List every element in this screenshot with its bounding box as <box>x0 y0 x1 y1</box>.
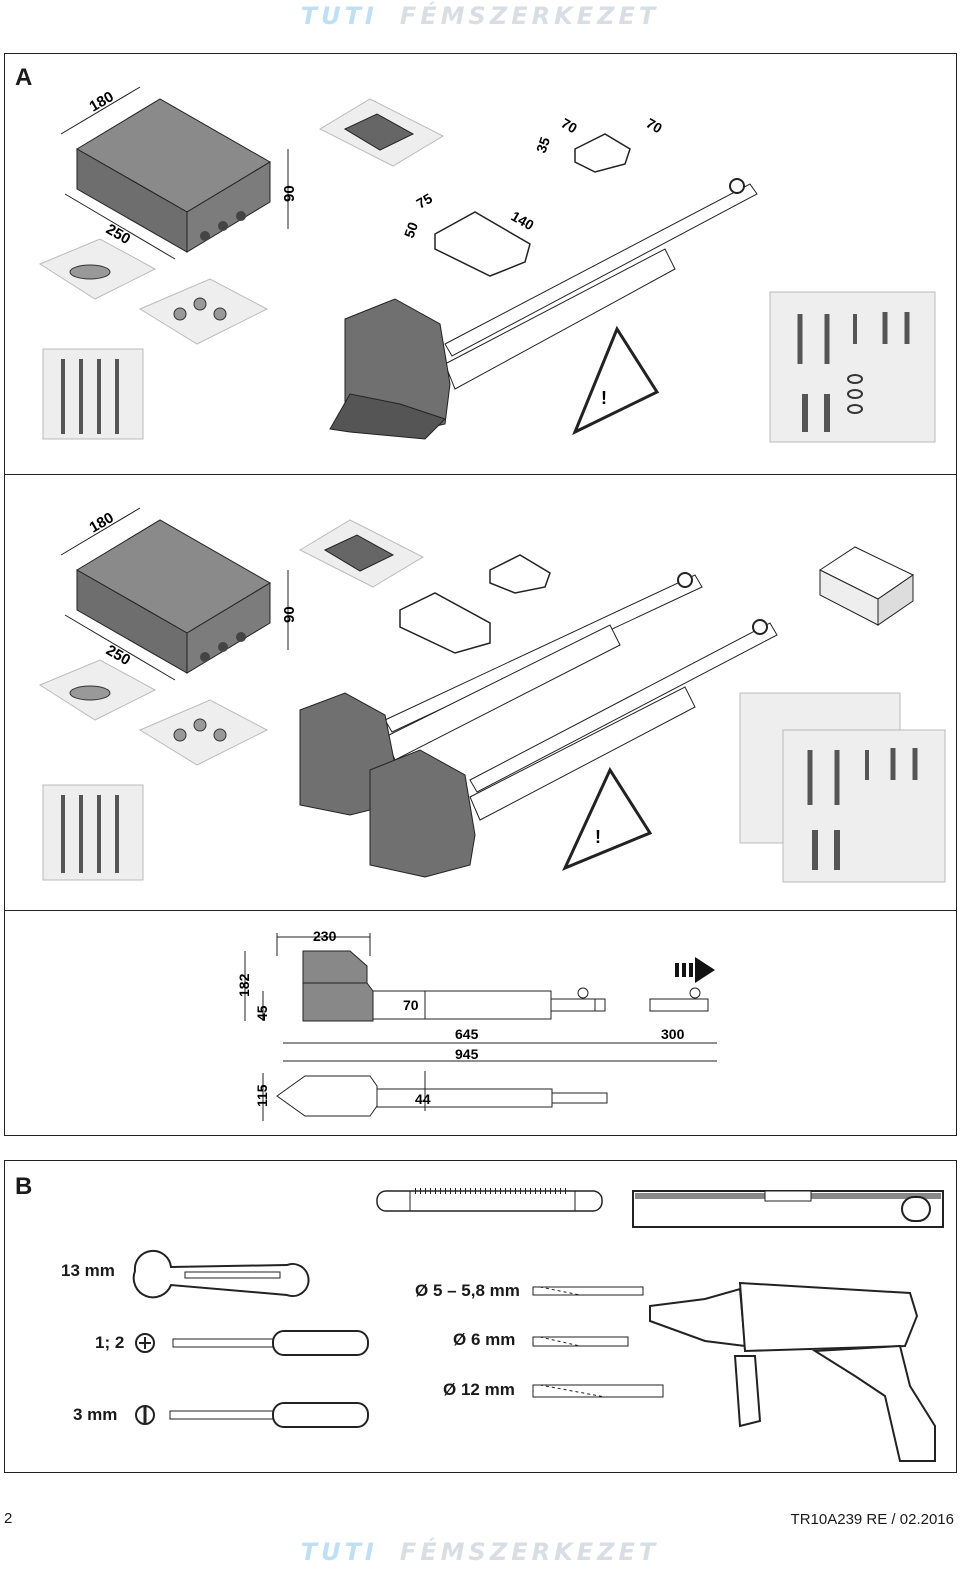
page-number: 2 <box>4 1510 13 1527</box>
operator-side-view <box>302 950 606 1022</box>
dim-230: 230 <box>313 928 337 944</box>
flat-screwdriver-icon <box>135 1402 369 1428</box>
cable-gland-bag-icon <box>38 238 157 300</box>
hardware-bag-icon <box>769 291 936 443</box>
dim-35: 35 <box>533 135 553 155</box>
dim-75: 75 <box>414 190 436 212</box>
section-b-panel: B <box>4 1160 957 1473</box>
operator-dimension-drawing: 230 182 45 70 645 945 300 115 4 <box>236 928 717 1121</box>
kit-single-illustration: 180 250 90 50 75 1 <box>38 86 936 443</box>
junction-box-icon <box>818 546 914 626</box>
hardware-bag-icon-2 <box>782 729 946 883</box>
phillips-screwdriver-icon <box>135 1330 369 1356</box>
wrench-icon <box>132 1249 310 1299</box>
drill-12mm-label: Ø 12 mm <box>443 1380 515 1399</box>
section-a-panel-2: 180 250 90 <box>4 474 957 912</box>
folding-ruler-icon <box>376 1188 603 1212</box>
spirit-level-icon <box>632 1190 944 1228</box>
drill-6mm-label: Ø 6 mm <box>453 1330 516 1349</box>
mounting-bracket-large-icon <box>434 211 531 277</box>
section-b-label: B <box>15 1173 33 1200</box>
gate-operator-icon-2 <box>369 619 778 878</box>
section-a-panel-1: A 180 250 90 <box>4 53 957 476</box>
nut-bag-icon <box>138 278 269 345</box>
svg-text:!: ! <box>601 388 607 408</box>
svg-text:!: ! <box>595 827 601 847</box>
kit-double-illustration: 180 250 90 <box>38 507 946 883</box>
drill-5mm-label: Ø 5 – 5,8 mm <box>415 1281 520 1300</box>
mounting-bracket-small-icon <box>574 133 631 173</box>
dim-115: 115 <box>254 1084 270 1107</box>
dim-182: 182 <box>236 973 252 997</box>
dim-50: 50 <box>401 220 421 240</box>
dim-70-b: 70 <box>644 115 666 137</box>
screw-bag-icon <box>42 348 144 440</box>
dim-70: 70 <box>403 997 419 1013</box>
wrench-label: 13 mm <box>61 1261 115 1280</box>
drill-bit-5mm-icon <box>532 1286 644 1296</box>
remote-control-icon <box>318 98 445 167</box>
remote-control-icon <box>298 519 425 588</box>
dim-300: 300 <box>661 1026 685 1042</box>
drill-bit-12mm-icon <box>532 1384 664 1398</box>
warning-sign-icon: ! <box>572 325 660 436</box>
control-box-icon <box>76 519 271 674</box>
dim-180: 180 <box>87 509 117 536</box>
dim-645: 645 <box>455 1026 479 1042</box>
tools-illustration <box>132 1188 944 1462</box>
control-box-icon <box>76 98 271 253</box>
dim-70-a: 70 <box>559 115 581 137</box>
mounting-bracket-small-icon <box>489 554 551 594</box>
warning-sign-icon: ! <box>562 766 653 871</box>
document-code: TR10A239 RE / 02.2016 <box>790 1511 954 1528</box>
section-a-label: A <box>15 64 33 91</box>
dim-180: 180 <box>87 88 117 115</box>
power-drill-icon <box>649 1281 936 1462</box>
screw-bag-icon <box>42 784 144 881</box>
drill-bit-6mm-icon <box>532 1336 629 1347</box>
dim-45: 45 <box>254 1005 270 1021</box>
dim-140: 140 <box>509 208 537 234</box>
mounting-bracket-large-icon <box>399 592 491 654</box>
dim-44: 44 <box>415 1091 431 1107</box>
extend-arrow-icon <box>675 957 715 983</box>
phillips-label: 1; 2 <box>95 1333 125 1352</box>
nut-bag-icon <box>138 699 269 766</box>
dim-90: 90 <box>281 185 298 202</box>
operator-top-view <box>276 1075 608 1117</box>
flat-screwdriver-label: 3 mm <box>73 1405 118 1424</box>
dim-945: 945 <box>455 1046 479 1062</box>
section-a-panel-3: 230 182 45 70 645 945 300 115 4 <box>4 910 957 1136</box>
dim-90: 90 <box>281 606 298 623</box>
extended-rod-icon <box>649 987 709 1012</box>
cable-gland-bag-icon <box>38 659 157 721</box>
gate-operator-icon <box>329 178 758 440</box>
